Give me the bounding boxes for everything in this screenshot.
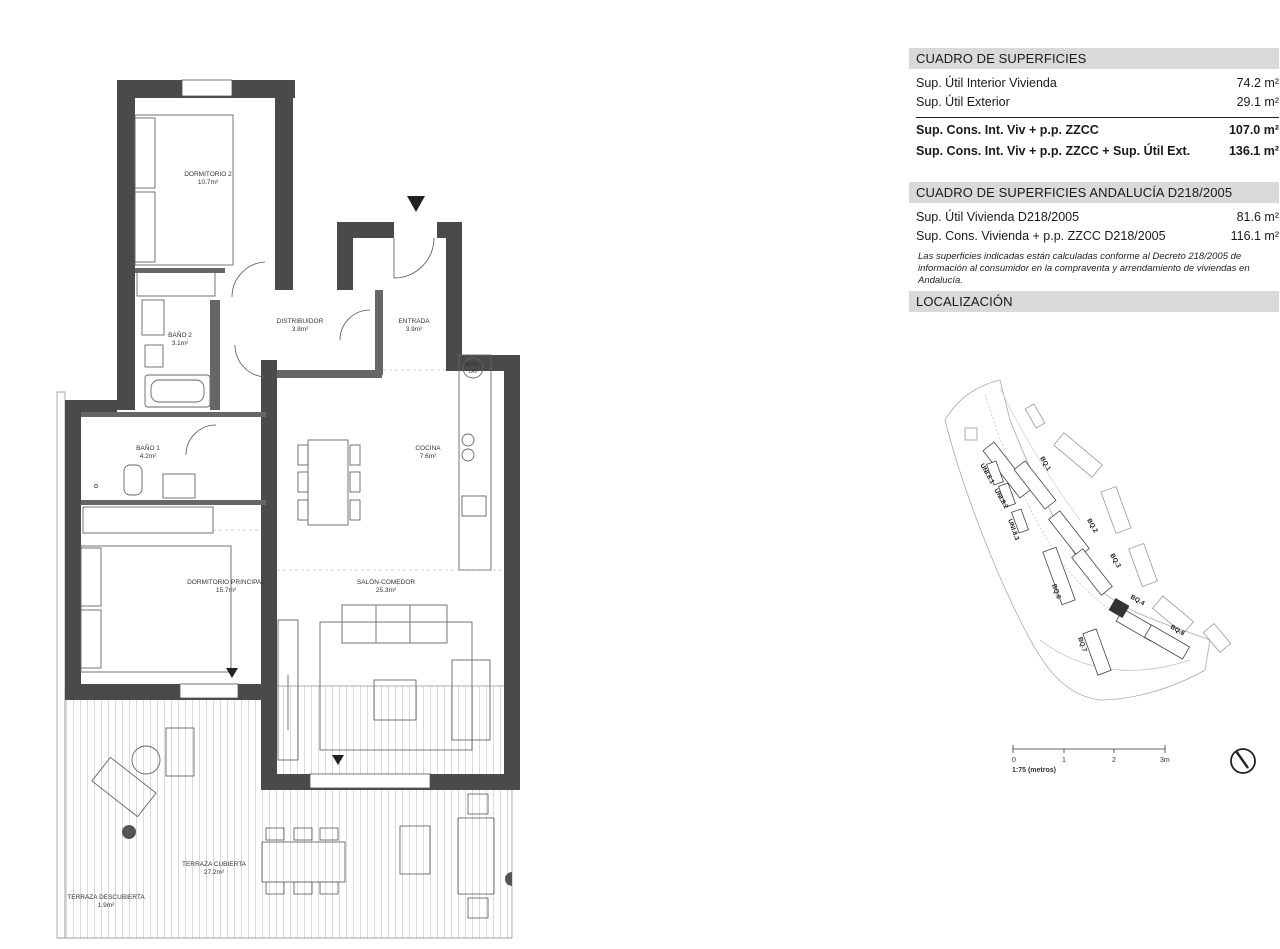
room-labels: DORMITORIO 2 10.7m² BAÑO 2 3.1m² DISTRIB…: [67, 171, 482, 909]
windows: [179, 79, 431, 789]
terrace-arrow-icon: [226, 668, 238, 678]
surfaces-panel: CUADRO DE SUPERFICIES Sup. Útil Interior…: [909, 48, 1279, 312]
andalucia-row: Sup. Útil Vivienda D218/2005 81.6 m²: [909, 207, 1279, 226]
total-label: Sup. Cons. Int. Viv + p.p. ZZCC + Sup. Ú…: [916, 144, 1191, 158]
room-name: TERRAZA DESCUBIERTA: [67, 894, 145, 901]
north-arrow-icon: [1230, 748, 1256, 774]
room-name: COCINA: [415, 445, 441, 452]
room-area: 7.6m²: [420, 453, 437, 460]
decree-note: Las superficies indicadas están calculad…: [918, 251, 1250, 286]
walls: [65, 80, 520, 790]
room-area: 25.3m²: [376, 587, 397, 594]
termo-label: TERMO: [464, 362, 482, 368]
andalucia-row: Sup. Cons. Vivienda + p.p. ZZCC D218/200…: [909, 226, 1279, 245]
scale-and-north: 0 1 2 3m 1:75 (metros): [1012, 745, 1256, 774]
andalucia-title: CUADRO DE SUPERFICIES ANDALUCÍA D218/200…: [909, 182, 1279, 203]
room-name: DORMITORIO PRINCIPAL: [187, 579, 265, 586]
andalucia-value: 81.6 m²: [1236, 210, 1279, 224]
room-name: TERRAZA CUBIERTA: [182, 861, 247, 868]
scale-label: 1:75 (metros): [1012, 767, 1056, 774]
scale-tick: 2: [1112, 757, 1116, 764]
building-blocks: [982, 441, 1191, 676]
surface-label: Sup. Útil Interior Vivienda: [916, 76, 1057, 90]
block-label: BQ.2: [1085, 518, 1099, 535]
room-area: 3.9m²: [406, 326, 423, 333]
surface-label: Sup. Útil Exterior: [916, 95, 1010, 109]
room-area: 4.2m²: [140, 453, 157, 460]
room-area: 3.8m²: [292, 326, 309, 333]
andalucia-label: Sup. Útil Vivienda D218/2005: [916, 210, 1080, 224]
entry-arrow-icon: [407, 196, 425, 212]
surface-value: 74.2 m²: [1236, 76, 1279, 90]
total-value: 107.0 m²: [1228, 123, 1279, 137]
floor-plan: DORMITORIO 2 10.7m² BAÑO 2 3.1m² DISTRIB…: [56, 79, 520, 939]
site-outline: [944, 379, 1211, 701]
lav-label: LAV: [468, 369, 478, 375]
furniture: [80, 114, 512, 919]
room-area: 15.7m²: [216, 587, 237, 594]
block-label: BQ.6: [1050, 583, 1062, 600]
block-label: BQ.3: [1108, 553, 1122, 570]
scale-tick: 0: [1012, 757, 1016, 764]
room-name: BAÑO 2: [168, 330, 192, 339]
block-label: BQ.7: [1076, 636, 1088, 653]
total-row: Sup. Cons. Int. Viv + p.p. ZZCC + Sup. Ú…: [909, 139, 1279, 160]
scale-bar: [1012, 745, 1166, 753]
room-area: 3.1m²: [172, 340, 189, 347]
block-label: BQ.1: [1038, 456, 1052, 473]
surface-value: 29.1 m²: [1236, 95, 1279, 109]
andalucia-label: Sup. Cons. Vivienda + p.p. ZZCC D218/200…: [916, 229, 1166, 243]
surfaces-title: CUADRO DE SUPERFICIES: [909, 48, 1279, 69]
total-label: Sup. Cons. Int. Viv + p.p. ZZCC: [916, 123, 1099, 137]
location-title: LOCALIZACIÓN: [909, 291, 1279, 312]
room-name: DISTRIBUIDOR: [277, 318, 324, 325]
room-area: 27.2m²: [204, 869, 225, 876]
neighbour-blocks: [964, 403, 1232, 654]
block-label: BQ.4: [1129, 594, 1146, 608]
andalucia-value: 116.1 m²: [1230, 229, 1279, 243]
room-area: 1.9m²: [98, 902, 115, 909]
surface-row: Sup. Útil Exterior 29.1 m²: [909, 92, 1279, 111]
room-name: DORMITORIO 2: [184, 171, 232, 178]
room-name: BAÑO 1: [136, 443, 160, 452]
terrace-deck: [56, 391, 513, 939]
block-label: BQ.5: [1169, 624, 1186, 638]
living-arrow-icon: [332, 755, 344, 765]
room-separators: [213, 369, 504, 571]
doors: [185, 237, 435, 456]
scale-tick: 3m: [1160, 757, 1170, 764]
scale-tick: 1: [1062, 757, 1066, 764]
location-map: BQ.1 BQ.2 BQ.3 BQ.4 BQ.5 BQ.6 BQ.7 UNI.8…: [944, 379, 1232, 701]
total-row: Sup. Cons. Int. Viv + p.p. ZZCC 107.0 m²: [909, 120, 1279, 139]
surface-row: Sup. Útil Interior Vivienda 74.2 m²: [909, 73, 1279, 92]
room-area: 10.7m²: [198, 179, 219, 186]
room-name: ENTRADA: [398, 318, 430, 325]
room-name: SALÓN-COMEDOR: [357, 577, 415, 586]
selected-unit-block: [1108, 597, 1130, 619]
total-value: 136.1 m²: [1228, 144, 1279, 158]
total-rule: [916, 117, 1279, 118]
